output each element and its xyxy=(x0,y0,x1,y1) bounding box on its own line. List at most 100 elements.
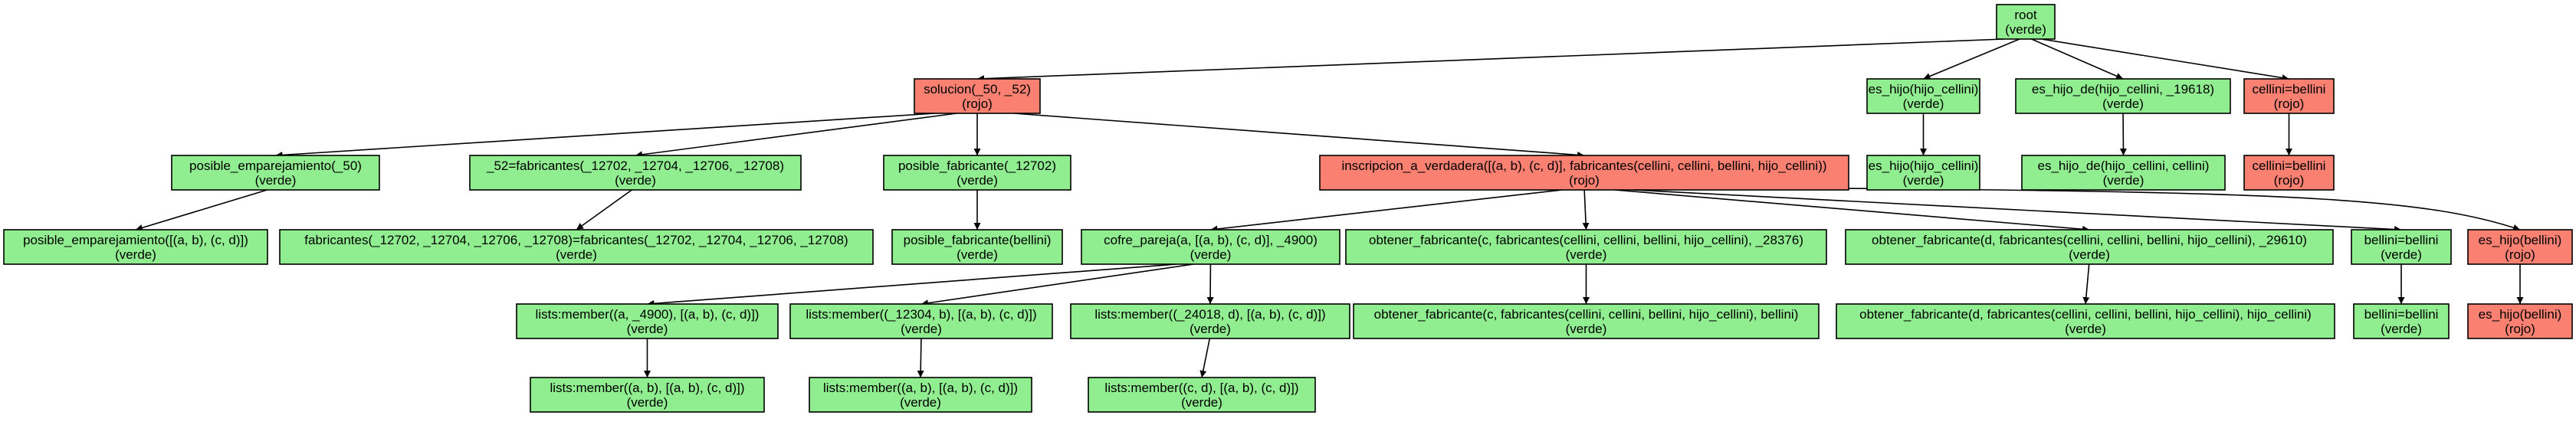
tree-node-member-1b: lists:member((a, b), [(a, b), (c, d)])(v… xyxy=(530,377,765,413)
node-status: (verde) xyxy=(1566,247,1607,262)
node-label: lists:member((a, b), [(a, b), (c, d)]) xyxy=(550,381,744,395)
node-label: cellini=bellini xyxy=(2253,82,2326,96)
tree-node-posible-fab-2: posible_fabricante(bellini)(verde) xyxy=(891,229,1063,265)
node-status: (rojo) xyxy=(2274,173,2305,188)
edge-root-to-es-hijo-1 xyxy=(1923,38,2020,80)
node-label: es_hijo(bellini) xyxy=(2479,307,2562,322)
edge-inscripcion-to-obtener-d-1 xyxy=(1614,189,2090,233)
tree-node-es-hijo-bellini-2: es_hijo(bellini)(rojo) xyxy=(2467,303,2573,339)
node-status: (rojo) xyxy=(962,96,993,111)
node-box xyxy=(469,155,802,191)
tree-node-member-2b: lists:member((a, b), [(a, b), (c, d)])(v… xyxy=(809,377,1032,413)
node-label: solucion(_50, _52) xyxy=(924,82,1031,96)
tree-node-cofre-pareja: cofre_pareja(a, [(a, b), (c, d)], _4900)… xyxy=(1081,229,1341,265)
node-box xyxy=(1081,229,1341,265)
node-box xyxy=(1845,229,2334,265)
node-status: (rojo) xyxy=(2505,247,2535,262)
node-label: es_hijo_de(hijo_cellini, cellini) xyxy=(2038,159,2210,173)
edge-cofre-pareja-to-member-2 xyxy=(920,263,1193,307)
node-box xyxy=(1866,155,1980,191)
node-box xyxy=(789,303,1053,339)
tree-node-obtener-c-2: obtener_fabricante(c, fabricantes(cellin… xyxy=(1353,303,1820,339)
node-status: (verde) xyxy=(115,247,156,262)
edge-root-to-es-hijo-de-1 xyxy=(2031,38,2124,80)
node-label: lists:member((a, b), [(a, b), (c, d)]) xyxy=(823,381,1018,395)
node-label: inscripcion_a_verdadera([(a, b), (c, d)]… xyxy=(1341,159,1826,173)
node-label: lists:member((a, _4900), [(a, b), (c, d)… xyxy=(536,307,760,322)
node-label: lists:member((_12304, b), [(a, b), (c, d… xyxy=(806,307,1036,322)
edge-cofre-pareja-to-member-1 xyxy=(647,263,1177,307)
node-box xyxy=(809,377,1032,413)
edge-inscripcion-to-obtener-c-1 xyxy=(1582,189,1590,230)
node-box xyxy=(1319,155,1849,191)
tree-node-cellini-bellini-2: cellini=bellini(rojo) xyxy=(2243,155,2335,191)
node-box xyxy=(2351,229,2452,265)
tree-node-solucion: solucion(_50, _52)(rojo) xyxy=(914,78,1041,114)
node-label: es_hijo(hijo_cellini) xyxy=(1869,82,1979,96)
node-box xyxy=(1088,377,1316,413)
node-status: (verde) xyxy=(957,247,998,262)
node-box xyxy=(3,229,268,265)
node-label: obtener_fabricante(c, fabricantes(cellin… xyxy=(1369,233,1803,247)
node-box xyxy=(2243,155,2335,191)
tree-node-es-hijo-de-1: es_hijo_de(hijo_cellini, _19618)(verde) xyxy=(2015,78,2231,114)
node-status: (verde) xyxy=(1566,322,1607,336)
node-box xyxy=(1353,303,1820,339)
node-label: es_hijo_de(hijo_cellini, _19618) xyxy=(2032,82,2214,96)
node-box xyxy=(2467,303,2573,339)
node-label: posible_emparejamiento(_50) xyxy=(189,159,362,173)
node-status: (verde) xyxy=(2102,96,2144,111)
edge-member-3-to-member-3b xyxy=(1199,338,1211,378)
node-status: (verde) xyxy=(1181,395,1222,410)
node-label: cellini=bellini xyxy=(2253,159,2326,173)
node-label: bellini=bellini xyxy=(2364,307,2439,322)
tree-node-cellini-bellini-1: cellini=bellini(rojo) xyxy=(2243,78,2335,114)
node-box xyxy=(1996,4,2056,40)
node-label: lists:member((c, d), [(a, b), (c, d)]) xyxy=(1104,381,1298,395)
node-box xyxy=(1866,78,1980,114)
node-status: (rojo) xyxy=(1569,173,1600,188)
node-box xyxy=(279,229,874,265)
node-status: (verde) xyxy=(627,322,668,336)
node-status: (verde) xyxy=(615,173,656,188)
node-box xyxy=(2467,229,2573,265)
node-label: posible_fabricante(bellini) xyxy=(904,233,1052,247)
node-box xyxy=(891,229,1063,265)
edge-solucion-to-posible-emp-1 xyxy=(275,113,936,159)
node-status: (verde) xyxy=(901,322,942,336)
edge-solucion-to-inscripcion xyxy=(1013,113,1585,159)
node-status: (verde) xyxy=(2103,173,2144,188)
tree-node-inscripcion: inscripcion_a_verdadera([(a, b), (c, d)]… xyxy=(1319,155,1849,191)
edge-obtener-d-1-to-obtener-d-2 xyxy=(2082,263,2090,305)
edge-member-2-to-member-2b xyxy=(917,338,924,378)
node-box xyxy=(883,155,1071,191)
edge-root-to-solucion xyxy=(976,38,2005,83)
node-status: (verde) xyxy=(2381,322,2422,336)
edge-inscripcion-to-cofre-pareja xyxy=(1210,189,1562,233)
node-status: (verde) xyxy=(1190,322,1231,336)
node-box xyxy=(2021,155,2226,191)
tree-node-member-3b: lists:member((c, d), [(a, b), (c, d)])(v… xyxy=(1088,377,1316,413)
node-box xyxy=(2015,78,2231,114)
node-label: obtener_fabricante(d, fabricantes(cellin… xyxy=(1859,307,2312,322)
node-status: (verde) xyxy=(2065,322,2106,336)
edge-root-to-cellini-bellini-1 xyxy=(2041,38,2289,82)
tree-node-member-3: lists:member((_24018, d), [(a, b), (c, d… xyxy=(1070,303,1350,339)
tree-node-posible-emp-1: posible_emparejamiento(_50)(verde) xyxy=(171,155,380,191)
node-label: obtener_fabricante(d, fabricantes(cellin… xyxy=(1872,233,2307,247)
tree-node-obtener-d-1: obtener_fabricante(d, fabricantes(cellin… xyxy=(1845,229,2334,265)
node-status: (verde) xyxy=(2069,247,2110,262)
node-box xyxy=(1345,229,1827,265)
node-box xyxy=(516,303,779,339)
tree-node-root: root(verde) xyxy=(1996,4,2056,40)
tree-node-fabricantes-eq-1: _52=fabricantes(_12702, _12704, _12706, … xyxy=(469,155,802,191)
edge-solucion-to-fabricantes-eq-1 xyxy=(635,113,957,159)
node-status: (verde) xyxy=(957,173,998,188)
tree-node-member-1: lists:member((a, _4900), [(a, b), (c, d)… xyxy=(516,303,779,339)
tree-node-fabricantes-eq-2: fabricantes(_12702, _12704, _12706, _127… xyxy=(279,229,874,265)
node-label: lists:member((_24018, d), [(a, b), (c, d… xyxy=(1094,307,1325,322)
node-status: (verde) xyxy=(2381,247,2422,262)
node-box xyxy=(530,377,765,413)
tree-node-es-hijo-2: es_hijo(hijo_cellini)(verde) xyxy=(1866,155,1980,191)
